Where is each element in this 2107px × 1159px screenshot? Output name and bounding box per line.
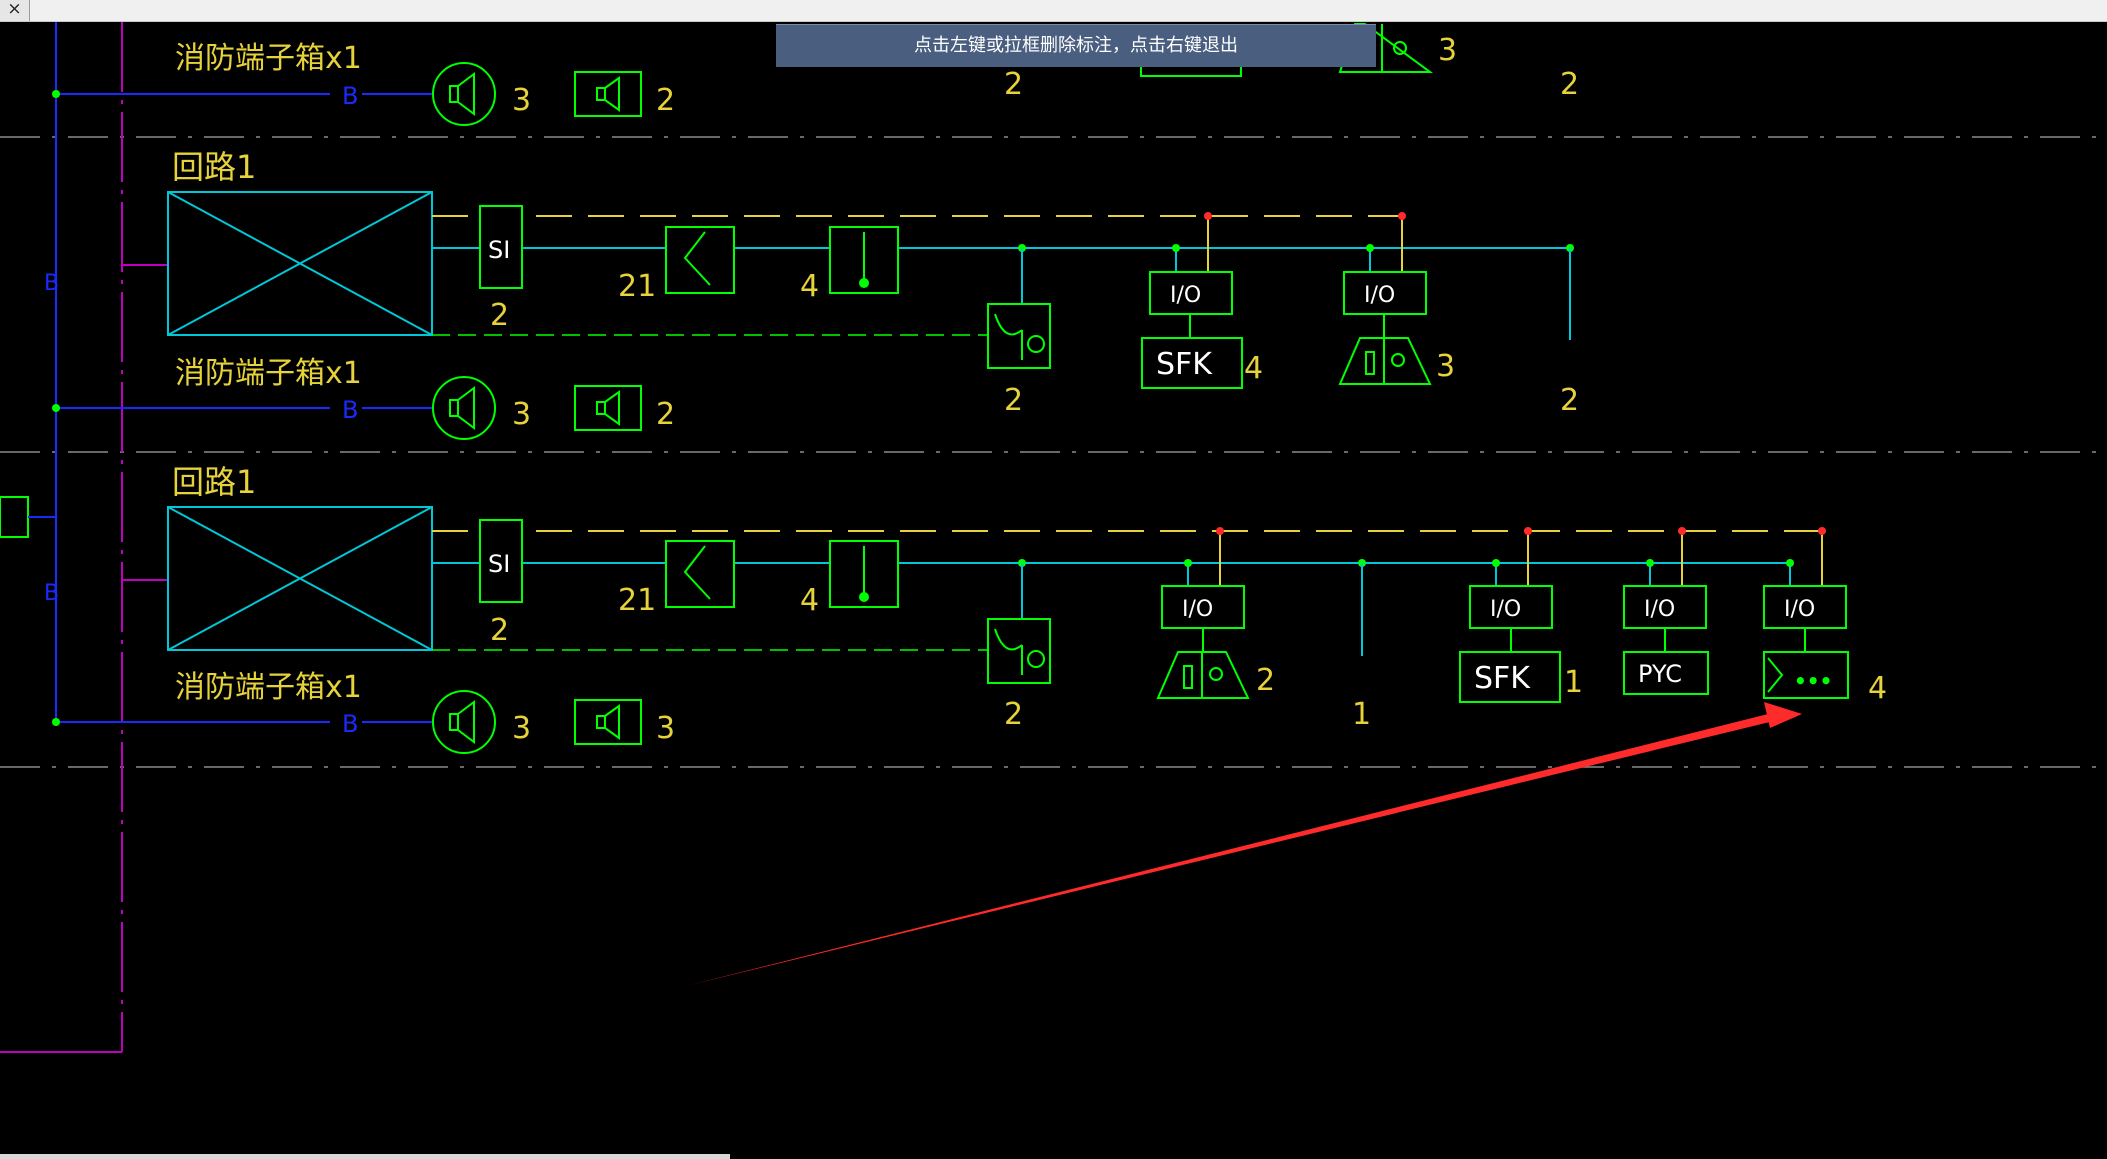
si-count: 2 [490, 613, 509, 648]
io-label: I/O [1784, 597, 1815, 622]
si-count: 2 [490, 298, 509, 333]
sfk-label: SFK [1474, 661, 1531, 696]
title-bar: × [0, 0, 2107, 22]
bus-mark: B [44, 581, 59, 606]
loop-title: 回路1 [172, 463, 256, 501]
dots-label: ••• [1794, 669, 1832, 693]
left-bus: B B [0, 22, 168, 1053]
module-dots-icon [1763, 651, 1849, 699]
si-label: SI [488, 550, 510, 578]
io-label: I/O [1644, 597, 1675, 622]
io-label: I/O [1364, 283, 1395, 308]
terminal-box-label: 消防端子箱x1 [175, 41, 362, 76]
bus-mark: B [44, 271, 59, 296]
mid-count: 1 [1352, 697, 1371, 732]
box-speaker-icon [574, 385, 642, 431]
speaker-icon [432, 376, 496, 440]
speaker-count: 3 [512, 83, 531, 118]
wave-device-icon [665, 540, 735, 608]
controller-box [167, 191, 433, 336]
count-label: 2 [1560, 67, 1579, 102]
controller-box [167, 506, 433, 651]
terminal-box-label: 消防端子箱x1 [175, 670, 362, 705]
switch-device-icon [829, 540, 899, 608]
bottom-scroll-strip[interactable] [0, 1154, 730, 1159]
speaker-icon [432, 62, 496, 126]
alarm-count: 3 [1438, 33, 1457, 68]
bus-mark: B [342, 396, 358, 424]
switch-count: 4 [800, 269, 819, 304]
box-speaker-icon [574, 71, 642, 117]
speaker-count: 3 [512, 397, 531, 432]
bell-count: 2 [1004, 383, 1023, 418]
end-count: 2 [1560, 383, 1579, 418]
alarm-icon [1156, 651, 1250, 699]
wave-count: 21 [618, 269, 656, 304]
row-separators [0, 136, 2107, 768]
loop-1: 回路1 SI 2 21 4 2 [52, 148, 1579, 440]
loop-2: 回路1 SI 2 21 4 2 [52, 463, 1887, 754]
wave-count: 21 [618, 583, 656, 618]
loop-title: 回路1 [172, 148, 256, 186]
pyc-label: PYC [1638, 660, 1682, 688]
alarm-icon [1338, 337, 1432, 385]
sfk-label: SFK [1156, 347, 1213, 382]
close-button[interactable]: × [0, 0, 30, 21]
bell-icon [987, 618, 1051, 684]
bell-icon [987, 303, 1051, 369]
box-speaker-icon [574, 699, 642, 745]
switch-device-icon [829, 226, 899, 294]
bell-count: 2 [1004, 697, 1023, 732]
bus-mark: B [342, 82, 358, 110]
wave-device-icon [665, 226, 735, 294]
cad-drawing-canvas[interactable]: B B 消防端子箱x1 B 3 2 2 3 2 回路1 [0, 22, 2107, 1159]
alarm-count: 3 [1436, 349, 1455, 384]
alarm-count: 2 [1256, 663, 1275, 698]
sfk-count: 1 [1564, 665, 1583, 700]
dots-count: 4 [1868, 671, 1887, 706]
sfk-count: 4 [1244, 351, 1263, 386]
box-speaker-count: 3 [656, 711, 675, 746]
annotation-arrow [686, 702, 1802, 986]
bus-mark: B [342, 710, 358, 738]
speaker-icon [432, 690, 496, 754]
speaker-count: 3 [512, 711, 531, 746]
terminal-box-label: 消防端子箱x1 [175, 356, 362, 391]
box-speaker-count: 2 [656, 83, 675, 118]
switch-count: 4 [800, 583, 819, 618]
count-label: 2 [1004, 67, 1023, 102]
io-label: I/O [1170, 283, 1201, 308]
io-label: I/O [1182, 597, 1213, 622]
io-label: I/O [1490, 597, 1521, 622]
top-row: 消防端子箱x1 B 3 2 2 3 2 [52, 23, 1579, 126]
si-label: SI [488, 236, 510, 264]
box-speaker-count: 2 [656, 397, 675, 432]
command-prompt-bar: 点击左键或拉框删除标注，点击右键退出 [776, 24, 1376, 67]
cad-drawing: B B 消防端子箱x1 B 3 2 2 3 2 回路1 [0, 22, 2107, 1053]
